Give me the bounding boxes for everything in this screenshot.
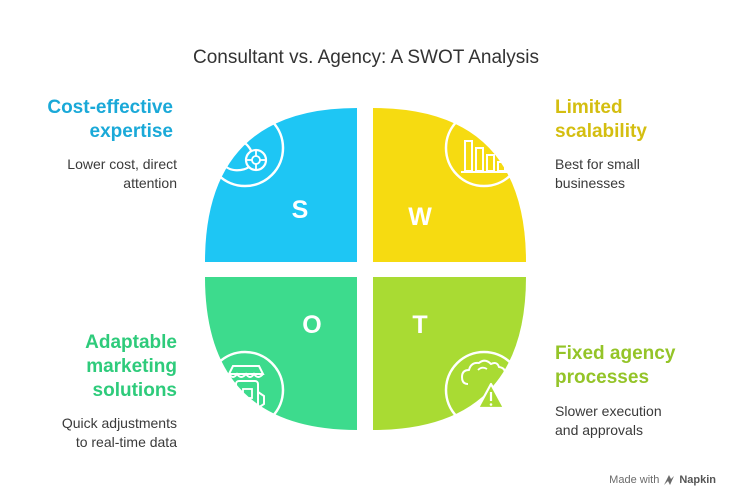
made-with-label: Made with bbox=[609, 474, 660, 486]
threat-letter: T bbox=[412, 311, 427, 339]
threat-description-line: Slower execution bbox=[555, 403, 662, 419]
strength-heading-line: Cost-effective bbox=[47, 97, 173, 118]
money-bag-icon bbox=[205, 108, 285, 188]
strength-description-line: attention bbox=[123, 175, 177, 191]
weakness-heading-line: Limited bbox=[555, 97, 623, 118]
weakness-description-line: businesses bbox=[555, 175, 626, 191]
napkin-logo-icon bbox=[664, 475, 675, 485]
strength-heading-line: expertise bbox=[89, 121, 173, 142]
page-title: Consultant vs. Agency: A SWOT Analysis bbox=[192, 47, 540, 68]
napkin-brand: Napkin bbox=[679, 474, 716, 486]
strength-description-line: Lower cost, direct bbox=[67, 156, 177, 172]
weakness-heading-line: scalability bbox=[555, 121, 647, 142]
declining-chart-icon bbox=[444, 108, 524, 188]
opportunity-heading-line: marketing bbox=[86, 356, 177, 377]
strength-heading: Cost-effective expertise bbox=[47, 96, 173, 144]
strength-description: Lower cost, direct attention bbox=[67, 155, 177, 193]
strength-letter: S bbox=[292, 196, 309, 224]
threat-heading-line: Fixed agency bbox=[555, 343, 676, 364]
opportunity-quadrant bbox=[205, 277, 357, 430]
opportunity-description: Quick adjustments to real-time data bbox=[62, 414, 177, 452]
threat-heading-line: processes bbox=[555, 367, 650, 388]
cloud-warning-icon bbox=[444, 350, 524, 430]
weakness-description-line: Best for small bbox=[555, 156, 640, 172]
napkin-watermark[interactable]: Made with Napkin bbox=[609, 474, 716, 486]
threat-description-line: and approvals bbox=[555, 422, 643, 438]
opportunity-description-line: Quick adjustments bbox=[61, 415, 177, 431]
opportunity-heading: Adaptable marketing solutions bbox=[85, 331, 177, 403]
opportunity-heading-line: Adaptable bbox=[85, 332, 177, 353]
opportunity-heading-line: solutions bbox=[92, 380, 177, 401]
mobile-shop-icon bbox=[205, 350, 285, 430]
weakness-description: Best for small businesses bbox=[555, 155, 640, 193]
opportunity-description-line: to real-time data bbox=[75, 434, 177, 450]
weakness-letter: W bbox=[408, 203, 432, 231]
threat-description: Slower execution and approvals bbox=[555, 402, 662, 440]
opportunity-letter: O bbox=[302, 311, 321, 339]
weakness-quadrant bbox=[373, 108, 526, 262]
strength-quadrant bbox=[205, 108, 357, 262]
threat-heading: Fixed agency processes bbox=[555, 342, 675, 390]
weakness-heading: Limited scalability bbox=[555, 96, 647, 144]
